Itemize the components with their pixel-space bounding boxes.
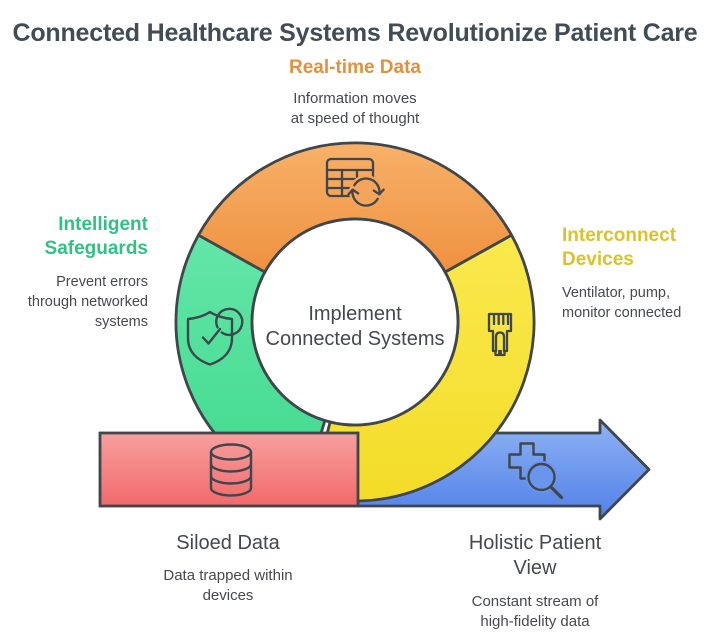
ethernet-plug-icon xyxy=(487,312,513,357)
holistic-view-heading: Holistic Patient View xyxy=(468,532,602,579)
page-title: Connected Healthcare Systems Revolutioni… xyxy=(12,19,698,47)
intelligent-safeguards-description: Prevent errors through networked systems xyxy=(27,274,148,330)
holistic-view-description: Constant stream of high-fidelity data xyxy=(471,593,599,630)
siloed-data-heading: Siloed Data xyxy=(176,532,280,554)
center-circle xyxy=(250,217,460,427)
siloed-data-description: Data trapped within devices xyxy=(163,567,293,604)
medical-search-icon xyxy=(508,442,564,500)
center-label: Implement Connected Systems xyxy=(265,303,445,350)
intelligent-safeguards-block: Intelligent Safeguards Prevent errors th… xyxy=(8,213,148,332)
real-time-heading: Real-time Data xyxy=(289,57,421,78)
interconnect-devices-description: Ventilator, pump, monitor connected xyxy=(562,285,682,321)
real-time-description: Information moves at speed of thought xyxy=(290,90,420,127)
interconnect-devices-heading: Interconnect Devices xyxy=(562,225,677,270)
siloed-data-band xyxy=(98,431,360,508)
intelligent-safeguards-heading: Intelligent Safeguards xyxy=(44,214,148,259)
interconnect-devices-block: Interconnect Devices Ventilator, pump, m… xyxy=(562,224,697,323)
table-sync-icon xyxy=(325,157,385,209)
shield-check-icon xyxy=(186,307,244,366)
database-icon xyxy=(209,443,253,497)
